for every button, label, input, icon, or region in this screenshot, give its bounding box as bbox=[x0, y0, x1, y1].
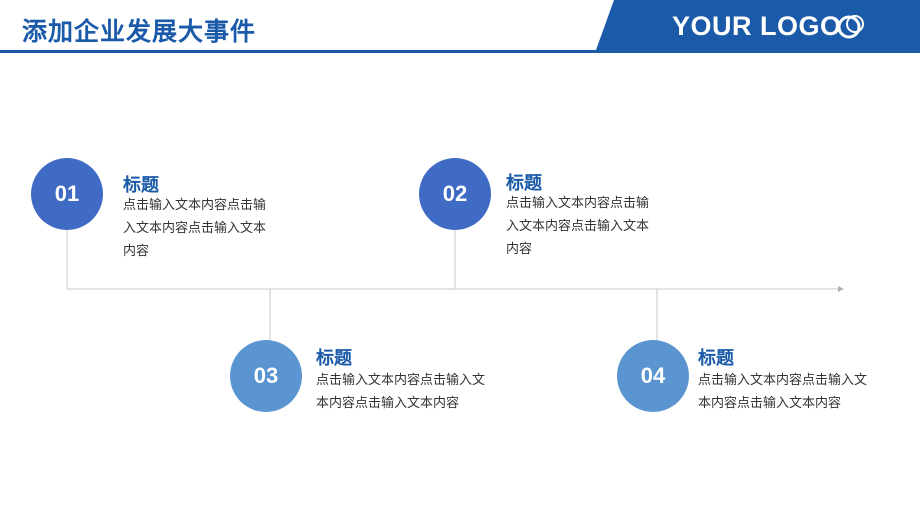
logo-text: YOUR LOGO bbox=[672, 11, 842, 41]
page-title: 添加企业发展大事件 bbox=[22, 17, 257, 46]
milestone-04-badge: 04 bbox=[617, 340, 689, 412]
milestone-01-line-2: 入文本内容点击输入文本 bbox=[123, 221, 267, 236]
milestone-02-line-3: 内容 bbox=[506, 242, 533, 257]
milestone-01-badge: 01 bbox=[31, 158, 103, 230]
milestone-04-line-1: 点击输入文本内容点击输入文 bbox=[698, 373, 868, 388]
header-divider bbox=[0, 50, 920, 53]
logo-banner bbox=[596, 0, 920, 50]
milestone-02-line-2: 入文本内容点击输入文本 bbox=[506, 219, 650, 234]
milestone-03-badge: 03 bbox=[230, 340, 302, 412]
milestone-04-title: 标题 bbox=[698, 348, 734, 369]
milestone-03-line-1: 点击输入文本内容点击输入文 bbox=[316, 373, 486, 388]
timeline-arrow-icon bbox=[838, 286, 844, 292]
milestone-03-body: 点击输入文本内容点击输入文 本内容点击输入文本内容 bbox=[316, 369, 485, 415]
milestone-01-line-1: 点击输入文本内容点击输 bbox=[123, 198, 267, 213]
milestone-01-body: 点击输入文本内容点击输 入文本内容点击输入文本 内容 bbox=[123, 194, 266, 263]
logo-ring-icon bbox=[837, 15, 864, 39]
milestone-03-line-2: 本内容点击输入文本内容 bbox=[316, 396, 460, 411]
milestone-02-title: 标题 bbox=[506, 173, 542, 194]
milestone-02-line-1: 点击输入文本内容点击输 bbox=[506, 196, 650, 211]
milestone-01-line-3: 内容 bbox=[123, 244, 150, 259]
milestone-02-badge: 02 bbox=[419, 158, 491, 230]
milestone-04-line-2: 本内容点击输入文本内容 bbox=[698, 396, 842, 411]
milestone-02-body: 点击输入文本内容点击输 入文本内容点击输入文本 内容 bbox=[506, 192, 649, 261]
milestone-01-title: 标题 bbox=[123, 175, 159, 196]
milestone-04-body: 点击输入文本内容点击输入文 本内容点击输入文本内容 bbox=[698, 369, 867, 415]
milestone-03-title: 标题 bbox=[316, 348, 352, 369]
